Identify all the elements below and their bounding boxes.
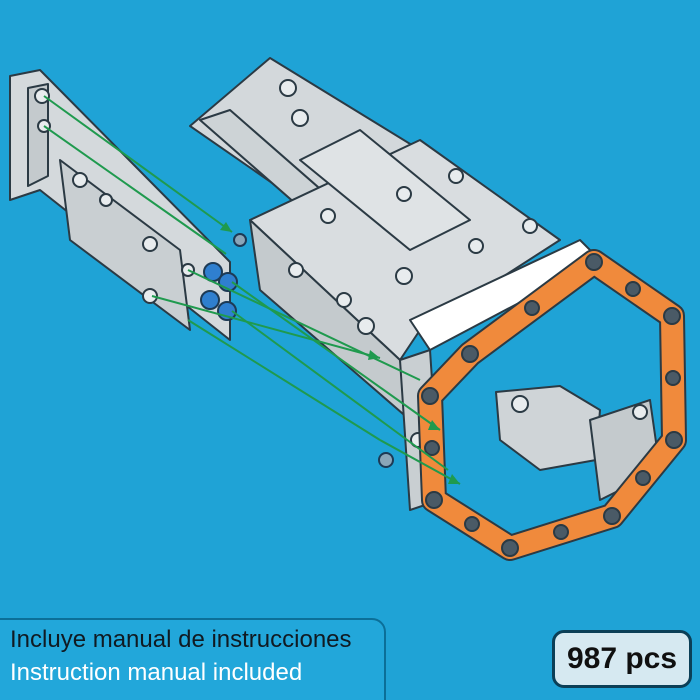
inner-part <box>495 385 661 501</box>
guide-arrowheads <box>220 222 460 484</box>
orange-octagon-ring <box>417 249 687 561</box>
blue-pins <box>200 233 394 468</box>
assembly-guide-lines <box>43 95 461 485</box>
piece-count-text: 987 pcs <box>566 642 678 675</box>
caption-spanish: Incluye manual de instrucciones <box>10 626 352 653</box>
piece-count-badge: 987 pcs <box>552 630 692 688</box>
back-plate <box>9 69 231 341</box>
caption-panel <box>0 618 386 700</box>
caption-english: Instruction manual included <box>10 659 303 686</box>
main-chassis <box>189 57 601 511</box>
